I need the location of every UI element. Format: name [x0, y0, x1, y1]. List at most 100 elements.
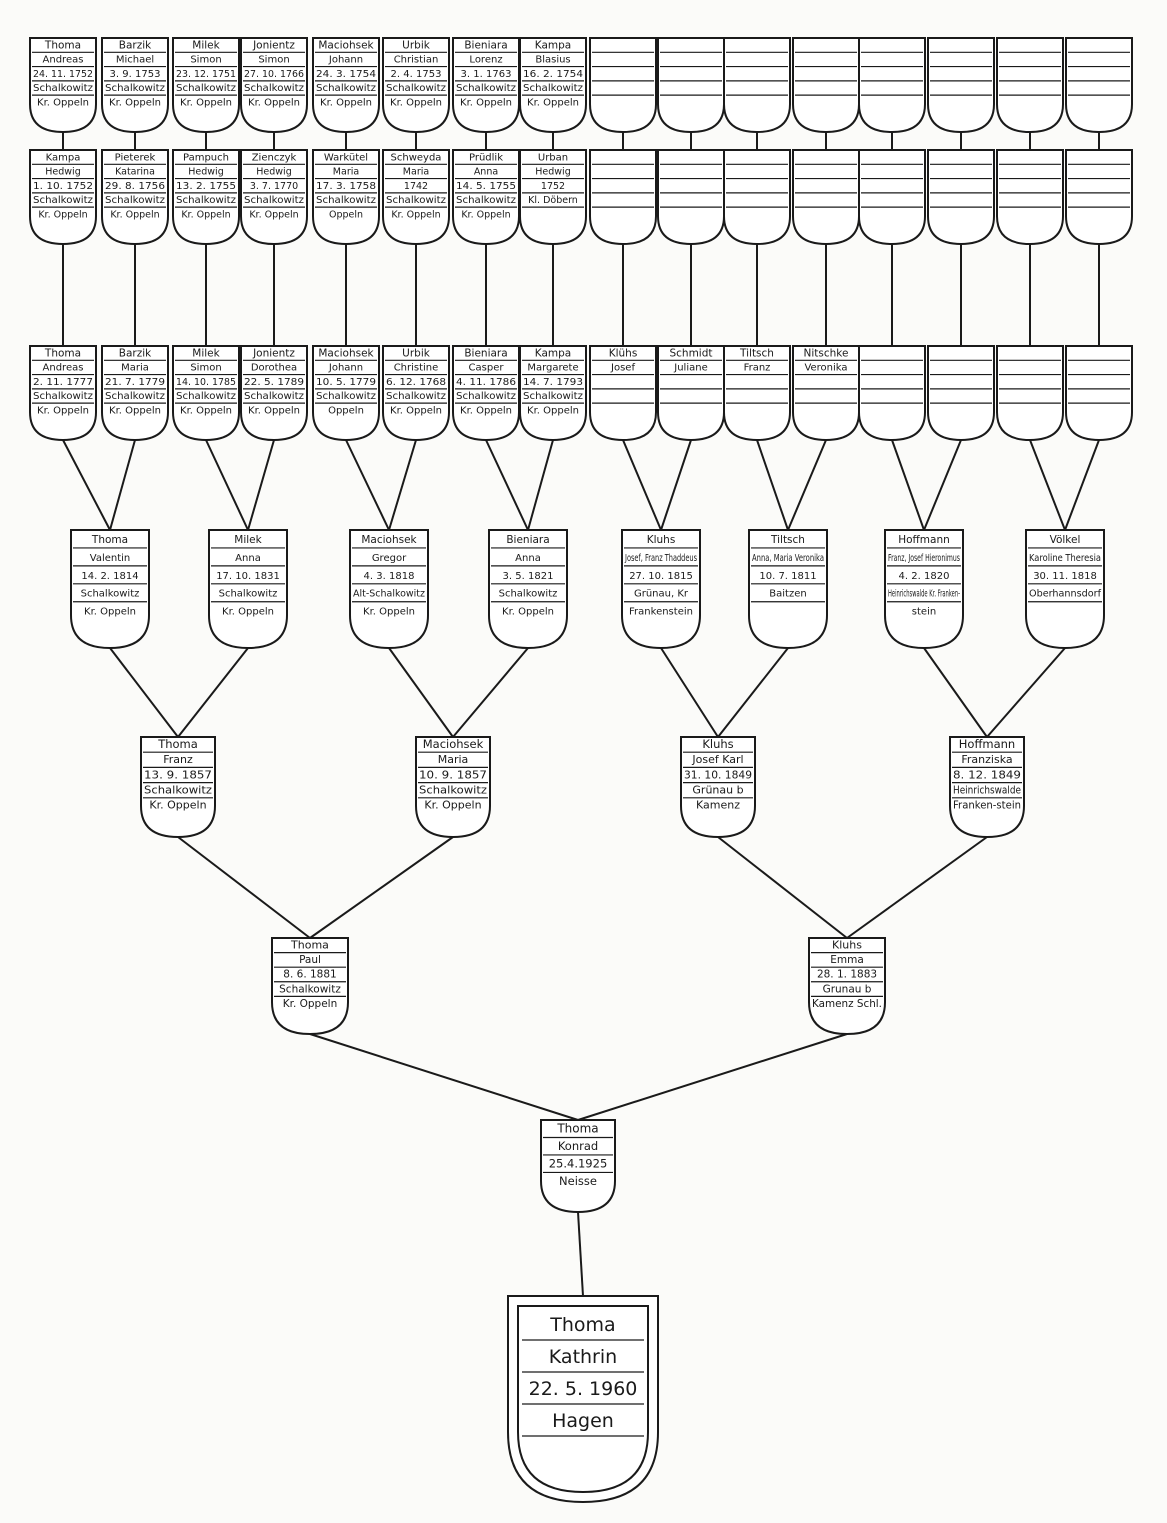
shield-date: 25.4.1925 [549, 1157, 608, 1171]
shield-place2: Kr. Oppeln [109, 97, 161, 108]
shield-date: 3. 1. 1763 [461, 69, 512, 80]
shield-place: Schalkowitz [105, 83, 165, 94]
shield-place: Schalkowitz [499, 589, 558, 600]
shield-place2: Kr. Oppeln [248, 405, 300, 416]
shield-outline [519, 37, 587, 134]
shield-date: 24. 11. 1752 [33, 69, 93, 80]
shield-outline [996, 345, 1064, 442]
connector-line [527, 439, 554, 531]
shield-place: Schalkowitz [219, 589, 278, 600]
shield-place: Schalkowitz [144, 784, 212, 797]
shield-place2: Kr. Oppeln [391, 209, 440, 220]
shield-given: Hedwig [45, 167, 80, 178]
shield-place: Schalkowitz [105, 195, 165, 206]
shield-date: 22. 5. 1789 [244, 377, 304, 388]
shield-given: Katarina [115, 167, 155, 178]
shield-outline [172, 37, 240, 134]
shield-surname: Tiltsch [770, 534, 805, 546]
shield-outline [70, 529, 150, 650]
shield-date: 4. 11. 1786 [456, 377, 516, 388]
gen5-shield-14 [996, 345, 1064, 442]
shield-outline [271, 937, 349, 1036]
shield-outline [723, 345, 791, 442]
shield-place: Schalkowitz [105, 391, 165, 402]
shield-place2: Kamenz [696, 799, 740, 812]
connector-line [923, 647, 988, 738]
shield-given: Anna [235, 553, 261, 564]
shield-given: Hedwig [256, 167, 291, 178]
shield-place2: Kr. Oppeln [181, 209, 230, 220]
shield-outline [382, 345, 450, 442]
shield-given: Simon [190, 363, 221, 374]
shield-outline [452, 37, 520, 134]
connector-line [247, 439, 275, 531]
shield-outline [382, 149, 450, 246]
shield-place: Schalkowitz [523, 391, 583, 402]
shield-outline [927, 345, 995, 442]
shield-surname: Jonientz [252, 39, 295, 51]
gen6-shield-13 [927, 149, 995, 246]
shield-outline [927, 149, 995, 246]
shield-outline [723, 149, 791, 246]
shield-place: Schalkowitz [386, 391, 446, 402]
shield-place2: stein [912, 607, 936, 618]
shield-surname: Bieniara [506, 534, 549, 546]
shield-given: Anna [515, 553, 541, 564]
shield-place: Grunau b [823, 983, 872, 995]
connector-line [1029, 439, 1066, 531]
connector-line [660, 647, 719, 738]
shield-given: Michael [116, 55, 154, 66]
shield-surname: Milek [234, 534, 262, 546]
connector-line [452, 647, 529, 738]
shield-place2: Kr. Oppeln [320, 97, 372, 108]
shield-place: Schalkowitz [316, 195, 376, 206]
shield-outline [589, 37, 657, 134]
shield-place: Grünau, Kr [634, 589, 689, 600]
shield-surname: Thoma [556, 1122, 598, 1136]
shield-place: Schalkowitz [523, 83, 583, 94]
shield-outline [1065, 345, 1133, 442]
gen7-shield-12 [858, 37, 926, 134]
gen6-shield-15 [1065, 149, 1133, 246]
shield-place2: Oppeln [328, 405, 364, 416]
shield-outline [312, 149, 380, 246]
shield-surname: Tiltsch [739, 347, 774, 359]
connector-line [345, 439, 390, 531]
gen5-shield-12 [858, 345, 926, 442]
shield-surname: Bieniara [464, 39, 507, 51]
shield-date: 14. 10. 1785 [176, 377, 236, 388]
shield-place: Grünau b [692, 784, 743, 797]
connector-line [986, 647, 1066, 738]
shield-date: 2. 11. 1777 [33, 377, 93, 388]
shield-surname: Zienczyk [252, 152, 297, 163]
shield-place2: Kr. Oppeln [283, 998, 338, 1010]
shield-outline [996, 149, 1064, 246]
shield-outline [349, 529, 429, 650]
shield-given: Juliane [673, 363, 707, 374]
shield-outline [382, 37, 450, 134]
shield-surname: Kluhs [647, 534, 676, 546]
connector-line [309, 836, 454, 939]
shield-place: Baitzen [769, 589, 806, 600]
shield-outline [172, 345, 240, 442]
shield-given: Dorothea [251, 363, 297, 374]
shield-place: Schalkowitz [456, 195, 516, 206]
shield-date: 1742 [404, 181, 428, 192]
shield-place: Schalkowitz [176, 83, 236, 94]
gen7-shield-8 [589, 37, 657, 134]
shield-given: Margarete [527, 363, 578, 374]
shield-given: Franziska [961, 753, 1012, 766]
shield-date: 3. 7. 1770 [250, 181, 298, 192]
shield-outline [519, 149, 587, 246]
